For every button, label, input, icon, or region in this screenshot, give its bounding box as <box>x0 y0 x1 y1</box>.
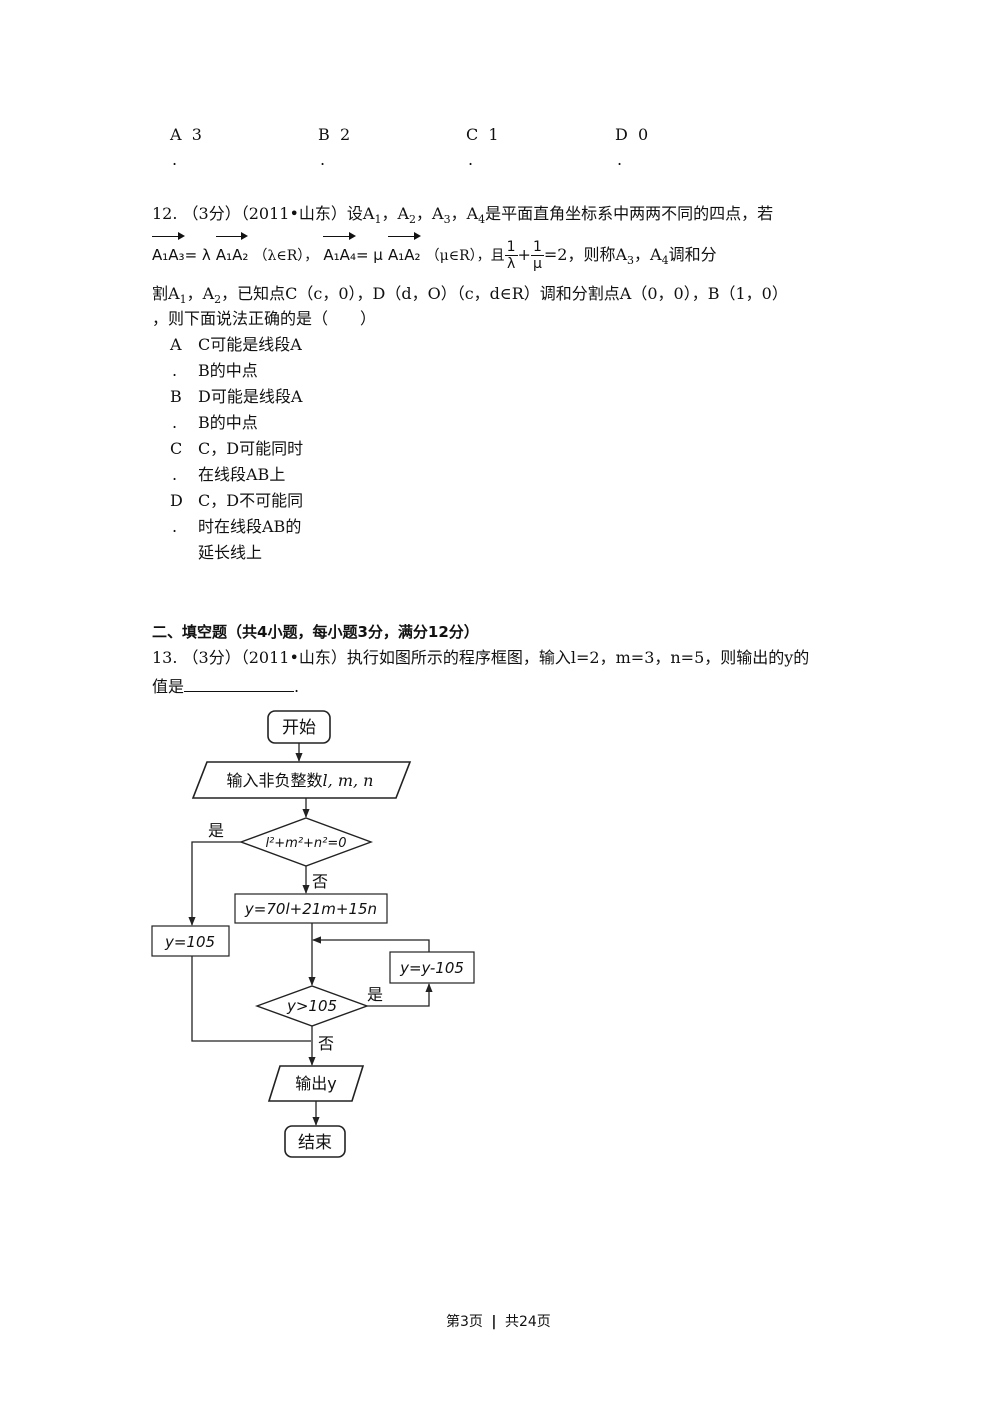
flow-decision-1-label: l²+m²+n²=0 <box>265 836 346 851</box>
q11-option-a-dot: . <box>172 150 178 169</box>
q12-option-c-line-2: 在线段AB上 <box>198 465 286 484</box>
flow-assign-105-label: y=105 <box>164 933 215 951</box>
section-2-heading: 二、填空题（共4小题，每小题3分，满分12分） <box>152 623 479 641</box>
vector-a1a2-second: A₁A₂ <box>387 232 421 270</box>
vector-a1a4: A₁A₄ <box>323 232 356 270</box>
q12-line-3: 割A1，A2，已知点C（c，0），D（d，O）（c，d∈R）调和分割点A（0，0… <box>152 284 788 307</box>
footer-separator: | <box>491 1314 497 1330</box>
q11-option-b-dot: . <box>320 150 326 169</box>
q12-option-a-line-1: C可能是线段A <box>198 335 302 354</box>
q12-option-d-dot: . <box>172 517 178 536</box>
q11-option-c: C 1 <box>466 125 499 144</box>
flow-input-label: 输入非负整数l, m, n <box>227 771 374 790</box>
flow-assign-105-box <box>151 925 230 957</box>
q12-option-a-dot: . <box>172 361 178 380</box>
footer-total: 共24页 <box>504 1314 551 1330</box>
q12-option-a-line-2: B的中点 <box>198 361 258 380</box>
q12-option-b-line-2: B的中点 <box>198 413 258 432</box>
flow-output-label: 输出y <box>295 1074 336 1093</box>
vector-a1a2: A₁A₂ <box>215 232 248 270</box>
q12-option-b-dot: . <box>172 413 178 432</box>
q11-option-a: A 3 <box>170 125 202 144</box>
flow-assign-sub-label: y=y-105 <box>399 959 464 977</box>
flow-assign-1-label: y=70l+21m+15n <box>244 900 377 918</box>
q12-line-2: A₁A₃= λ A₁A₂ （λ∈R）， A₁A₄= μ A₁A₂ （μ∈R），且… <box>152 232 717 276</box>
q12-option-d-line-1: C，D不可能同 <box>198 491 304 510</box>
q13-line-1: 13. （3分）（2011•山东）执行如图所示的程序框图，输入l=2，m=3，n… <box>152 648 810 667</box>
flow-no-label-2: 否 <box>318 1034 334 1053</box>
flow-end-label: 结束 <box>298 1133 332 1153</box>
q11-option-c-dot: . <box>468 150 474 169</box>
flow-yes-label-2: 是 <box>367 985 383 1004</box>
flow-decision-2-label: y>105 <box>286 997 337 1015</box>
q11-option-b: B 2 <box>318 125 351 144</box>
flow-assign-1-box <box>234 893 388 924</box>
q12-line-4: ，则下面说法正确的是（ ） <box>152 309 377 328</box>
answer-blank[interactable] <box>184 675 295 692</box>
q12-option-d-letter: D <box>170 491 183 510</box>
q12-option-d-line-3: 延长线上 <box>198 543 263 562</box>
flow-assign-sub-box <box>389 951 475 984</box>
q11-option-d-dot: . <box>617 150 623 169</box>
flow-no-label-1: 否 <box>312 872 328 891</box>
flow-output-box <box>267 1065 365 1102</box>
page-footer: 第3页 | 共24页 <box>446 1311 551 1331</box>
q12-option-b-letter: B <box>170 387 182 406</box>
q12-option-b-line-1: D可能是线段A <box>198 387 303 406</box>
q11-option-d: D 0 <box>615 125 649 144</box>
footer-page: 第3页 <box>446 1314 483 1330</box>
q12-option-c-letter: C <box>170 439 183 458</box>
q12-option-d-line-2: 时在线段AB的 <box>198 517 302 536</box>
q12-option-c-dot: . <box>172 465 178 484</box>
q12-line-1: 12. （3分）（2011•山东）设A1，A2，A3，A4是平面直角坐标系中两两… <box>152 204 774 227</box>
flow-start-label: 开始 <box>282 718 316 738</box>
q12-option-c-line-1: C，D可能同时 <box>198 439 304 458</box>
flow-decision-1 <box>238 817 374 867</box>
q13-line-2: 值是. <box>152 675 300 696</box>
vector-a1a3: A₁A₃ <box>152 232 185 270</box>
flow-yes-label-1: 是 <box>208 821 224 840</box>
flow-end-box <box>284 1125 346 1158</box>
q12-option-a-letter: A <box>170 335 182 354</box>
flow-input-box <box>191 761 412 799</box>
